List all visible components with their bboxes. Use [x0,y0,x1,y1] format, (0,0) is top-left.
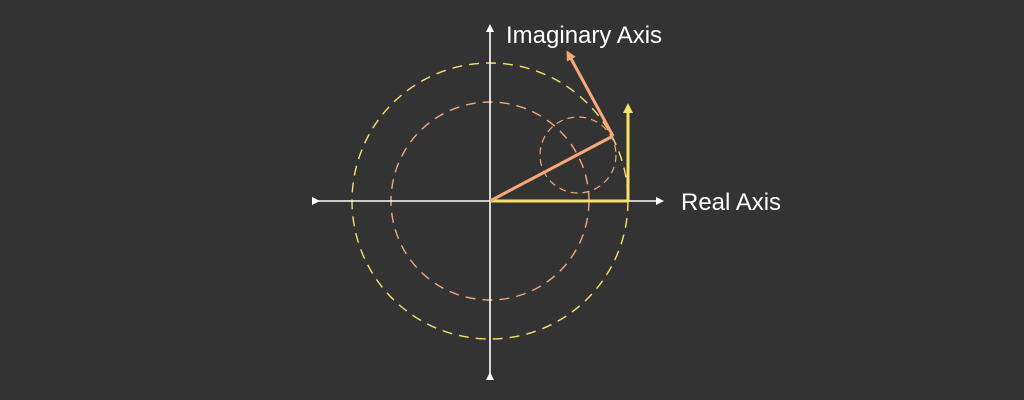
imaginary-axis-label: Imaginary Axis [506,22,662,49]
real-axis-label: Real Axis [681,189,781,216]
small-dashed-circle [539,116,617,194]
orange-radius-vector [489,134,614,203]
orange-rotated-vector [566,50,615,137]
